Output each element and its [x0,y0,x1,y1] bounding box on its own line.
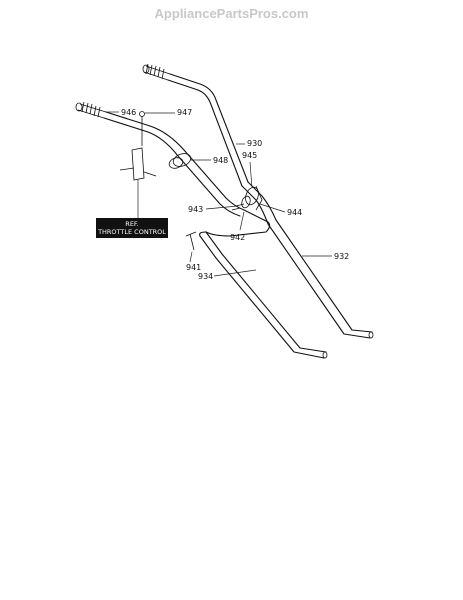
upper-grip [142,63,171,81]
center-hardware [231,185,263,211]
throttle-bracket [119,111,157,181]
lower-grip [75,101,107,119]
label-943: 943 [188,205,203,214]
label-930: 930 [247,139,262,148]
ref-line-1: REF. [125,220,138,228]
label-946: 946 [121,108,136,117]
label-941: 941 [186,263,201,272]
label-947: 947 [177,108,192,117]
label-945: 945 [242,151,257,160]
part-labels: 946 947 948 930 945 943 944 942 932 941 … [106,108,349,281]
label-942: 942 [230,233,245,242]
label-934: 934 [198,272,213,281]
watermark: AppliancePartsPros.com [154,6,309,21]
ref-line-2: THROTTLE CONTROL [97,228,166,236]
lower-handle [75,101,328,359]
label-932: 932 [334,252,349,261]
bolt-941 [185,231,197,251]
ref-callout: REF. THROTTLE CONTROL [96,180,168,238]
collar-948 [168,153,192,169]
label-944: 944 [287,208,302,217]
label-948: 948 [213,156,228,165]
